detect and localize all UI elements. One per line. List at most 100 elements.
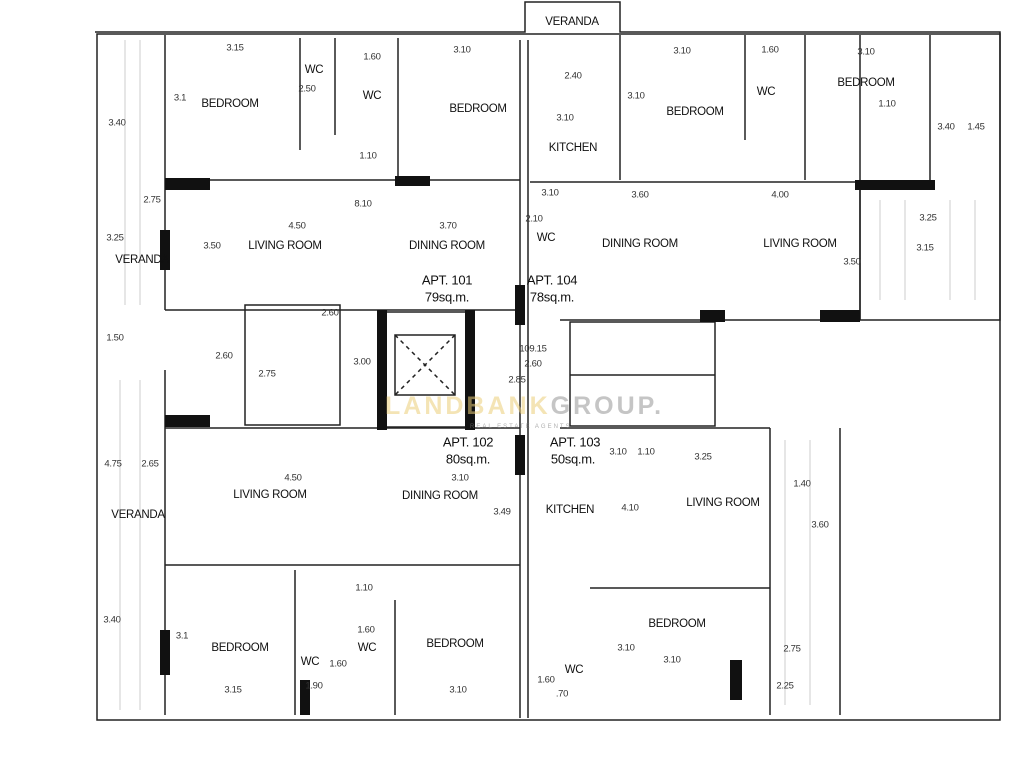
dimension: 1.10: [359, 150, 377, 162]
apt-103-label: APT. 103: [549, 434, 601, 450]
room-label: BEDROOM: [449, 103, 507, 115]
dimension: 3.60: [631, 189, 649, 201]
dimension: 3.10: [857, 46, 875, 58]
dimension: 3.1: [175, 630, 189, 642]
dimension: 1.90: [305, 680, 323, 692]
dimension: 2.60: [321, 307, 339, 319]
dimension: 8.10: [354, 198, 372, 210]
dimension: 4.50: [284, 472, 302, 484]
dimension: 2.75: [258, 368, 276, 380]
dimension: 3.50: [843, 256, 861, 268]
room-label: KITCHEN: [545, 504, 595, 516]
dimension: 2.25: [776, 680, 794, 692]
dimension: 3.40: [103, 614, 121, 626]
dimension: 3.25: [919, 212, 937, 224]
apt-101-area: 79sq.m.: [424, 289, 470, 305]
apt-104-label: APT. 104: [526, 272, 578, 288]
dimension: 2.60: [524, 358, 542, 370]
dimension: 2.40: [564, 70, 582, 82]
dimension: 3.25: [106, 232, 124, 244]
dimension: 1.60: [329, 658, 347, 670]
dimension: 109.15: [519, 343, 547, 355]
room-label: BEDROOM: [201, 98, 259, 110]
room-label: BEDROOM: [426, 638, 484, 650]
dimension: 3.49: [493, 506, 511, 518]
dimension: 1.60: [537, 674, 555, 686]
dimension: 3.40: [108, 117, 126, 129]
dimension: 1.10: [637, 446, 655, 458]
dimension: 3.00: [353, 356, 371, 368]
dimension: 3.15: [224, 684, 242, 696]
dimension: 2.75: [143, 194, 161, 206]
dimension: 2.50: [298, 83, 316, 95]
room-label: VERANDA: [545, 16, 599, 28]
dimension: 3.10: [609, 446, 627, 458]
dimension: 1.10: [878, 98, 896, 110]
logo-watermark: LANDBANKGROUP.: [385, 392, 665, 420]
dimension: 1.40: [793, 478, 811, 490]
dimension: 4.00: [771, 189, 789, 201]
dimension: 4.50: [288, 220, 306, 232]
room-label: KITCHEN: [548, 142, 598, 154]
dimension: 3.15: [226, 42, 244, 54]
room-label: DINING ROOM: [402, 490, 478, 502]
room-label: BEDROOM: [211, 642, 269, 654]
dimension: 4.75: [104, 458, 122, 470]
apt-101-label: APT. 101: [421, 272, 473, 288]
dimension: 1.50: [106, 332, 124, 344]
dimension: 3.50: [203, 240, 221, 252]
dimension: 3.10: [627, 90, 645, 102]
dimension: 3.10: [617, 642, 635, 654]
dimension: 3.10: [449, 684, 467, 696]
dimension: 3.10: [451, 472, 469, 484]
dimension: 3.10: [541, 187, 559, 199]
dimension: 3.40: [937, 121, 955, 133]
dimension: 4.10: [621, 502, 639, 514]
room-label: WC: [536, 232, 556, 244]
room-label: BEDROOM: [666, 106, 724, 118]
dimension: 2.85: [508, 374, 526, 386]
room-label: VERANDA: [115, 254, 169, 266]
dimension: 3.60: [811, 519, 829, 531]
dimension: 3.25: [694, 451, 712, 463]
room-label: DINING ROOM: [409, 240, 485, 252]
apt-102-area: 80sq.m.: [445, 451, 491, 467]
dimension: 1.60: [761, 44, 779, 56]
room-label: DINING ROOM: [602, 238, 678, 250]
dimension: 3.10: [453, 44, 471, 56]
dimension: 3.70: [439, 220, 457, 232]
room-label: WC: [357, 642, 377, 654]
dimension: 3.15: [916, 242, 934, 254]
room-label: WC: [304, 64, 324, 76]
room-label: LIVING ROOM: [763, 238, 837, 250]
dimension: 2.10: [525, 213, 543, 225]
room-label: LIVING ROOM: [686, 497, 760, 509]
room-label: LIVING ROOM: [248, 240, 322, 252]
dimension: 1.60: [357, 624, 375, 636]
dimension: .70: [555, 688, 569, 700]
dimension: 3.10: [556, 112, 574, 124]
room-label: WC: [300, 656, 320, 668]
dimension: 1.45: [967, 121, 985, 133]
stairs: [569, 321, 716, 427]
walls: [95, 1, 1001, 721]
logo-tagline: REAL ESTATE AGENTS: [470, 424, 572, 430]
dimension: 3.10: [663, 654, 681, 666]
veranda-tiles: [119, 40, 976, 710]
room-label: WC: [756, 86, 776, 98]
dimension: 3.1: [173, 92, 187, 104]
dimension: 1.10: [355, 582, 373, 594]
room-label: BEDROOM: [837, 77, 895, 89]
apt-103-area: 50sq.m.: [550, 451, 596, 467]
room-label: VERANDA: [111, 509, 165, 521]
room-label: BEDROOM: [648, 618, 706, 630]
room-label: WC: [564, 664, 584, 676]
dimension: 2.65: [141, 458, 159, 470]
dimension: 3.10: [673, 45, 691, 57]
dimension: 2.75: [783, 643, 801, 655]
apt-104-area: 78sq.m.: [529, 289, 575, 305]
dimension: 1.60: [363, 51, 381, 63]
apt-102-label: APT. 102: [442, 434, 494, 450]
